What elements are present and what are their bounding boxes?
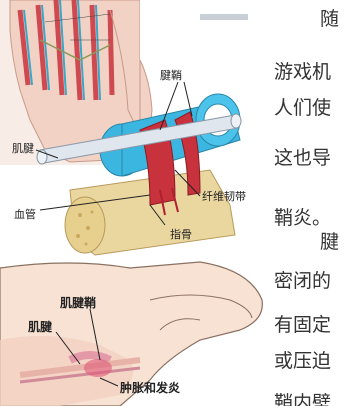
medical-illustration: 腱鞘 肌腱 血管 纤维韧带 指骨 肌腱鞘 肌腱 肿胀和发炎 bbox=[0, 0, 268, 406]
label-wrist-tendon: 肌腱 bbox=[28, 318, 52, 335]
text-line: 鞘炎。 bbox=[274, 203, 331, 230]
label-fibrous-band: 纤维韧带 bbox=[202, 188, 246, 204]
text-line: 有固定 bbox=[274, 310, 331, 337]
label-tendon: 肌腱 bbox=[12, 140, 34, 156]
text-line: 腱 bbox=[320, 227, 339, 254]
article-text-column: 随 游戏机 人们使 这也导 鞘炎。 腱 密闭的 有固定 或压迫 鞘内壁 bbox=[268, 0, 345, 406]
text-line: 人们使 bbox=[274, 93, 331, 120]
text-line: 或压迫 bbox=[274, 346, 331, 373]
text-line: 这也导 bbox=[274, 143, 331, 170]
text-line: 密闭的 bbox=[274, 266, 331, 293]
label-phalanx: 指骨 bbox=[170, 226, 192, 242]
label-blood-vessel: 血管 bbox=[14, 206, 36, 222]
label-wrist-tendon-sheath: 肌腱鞘 bbox=[60, 294, 96, 311]
label-tendon-sheath: 腱鞘 bbox=[160, 67, 182, 83]
label-swelling: 肿胀和发炎 bbox=[120, 379, 180, 396]
text-line: 随 bbox=[320, 4, 339, 31]
text-line: 游戏机 bbox=[274, 57, 331, 84]
text-line: 鞘内壁 bbox=[274, 388, 331, 406]
